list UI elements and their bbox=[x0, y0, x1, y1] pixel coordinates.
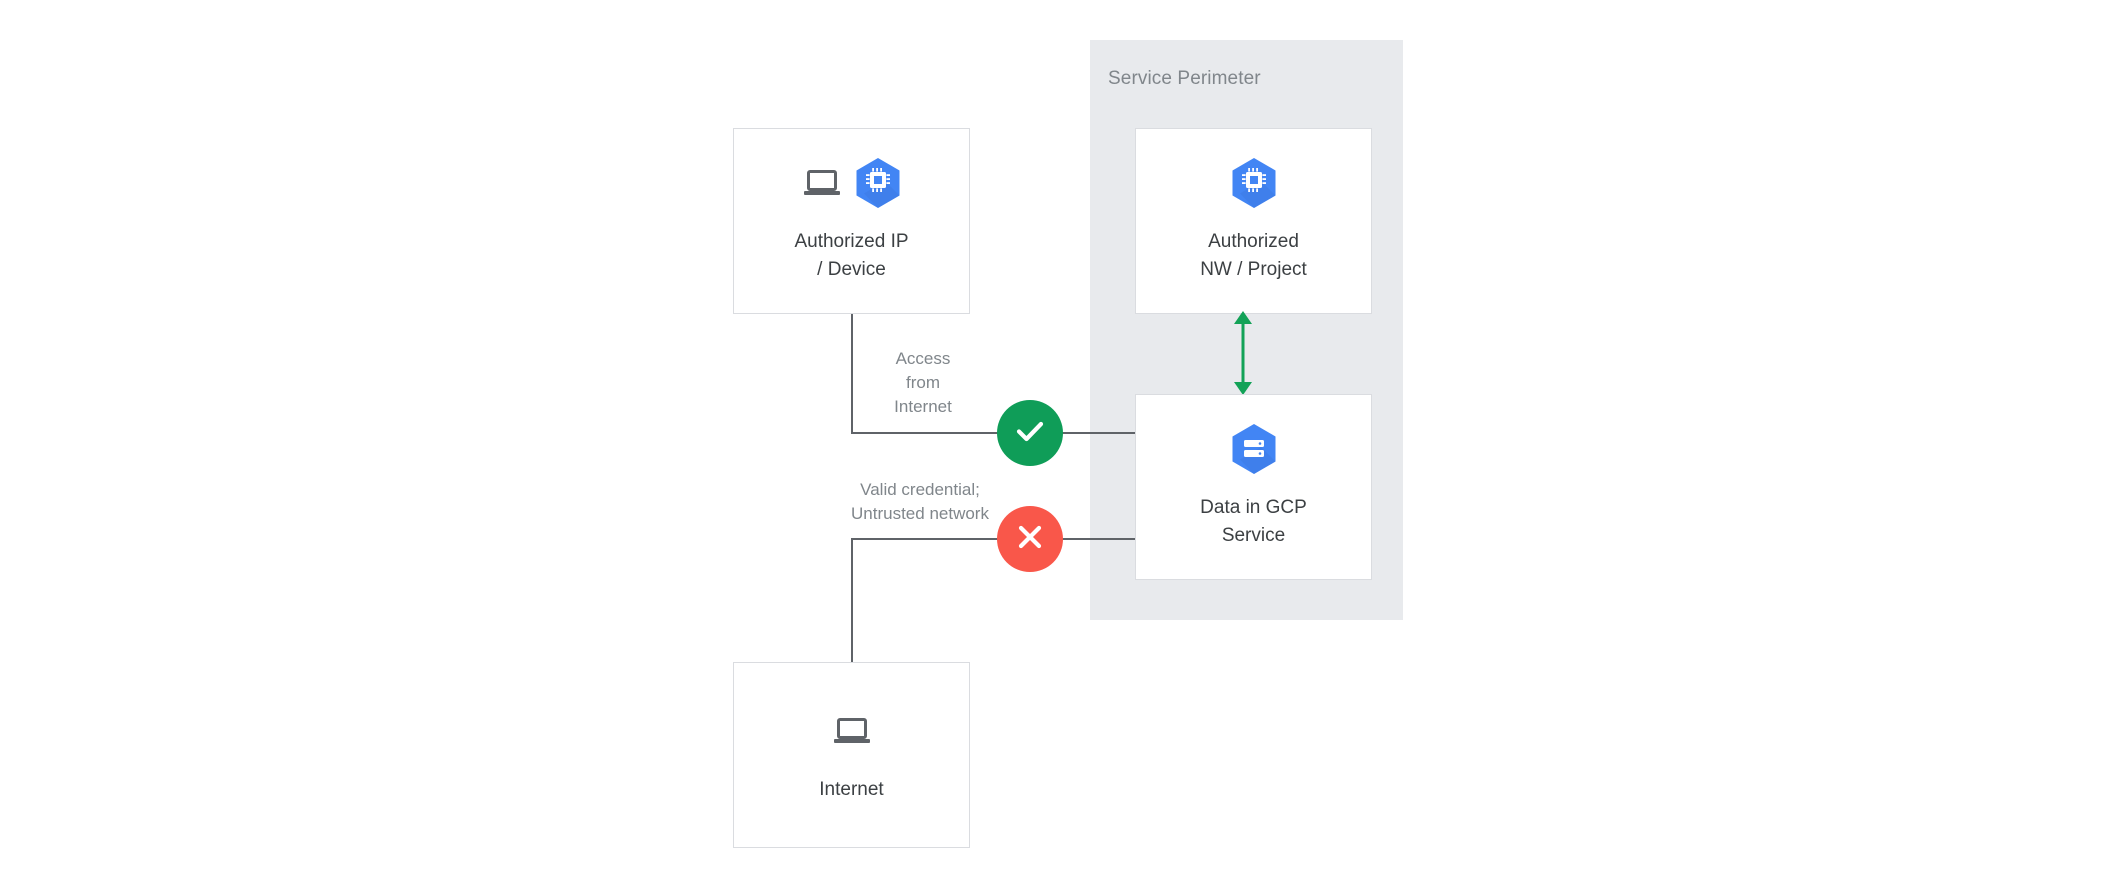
node-icon-row bbox=[1231, 423, 1277, 480]
node-icon-row bbox=[833, 706, 871, 760]
node-data-in-gcp-service: Data in GCP Service bbox=[1135, 394, 1372, 580]
double-arrow-icon bbox=[1225, 308, 1261, 398]
laptop-icon bbox=[803, 168, 841, 203]
node-authorized-nw-project: Authorized NW / Project bbox=[1135, 128, 1372, 314]
status-badge-denied bbox=[997, 506, 1063, 572]
connector-allow-vertical bbox=[851, 314, 853, 434]
check-icon bbox=[1012, 413, 1048, 454]
compute-engine-hexagon-icon bbox=[1231, 157, 1277, 214]
node-label: Authorized NW / Project bbox=[1200, 231, 1307, 280]
node-label: Internet bbox=[819, 779, 884, 800]
service-perimeter-label: Service Perimeter bbox=[1108, 68, 1261, 89]
node-icon-row bbox=[803, 157, 901, 214]
connector-deny-horizontal bbox=[851, 538, 1141, 540]
node-internet: Internet bbox=[733, 662, 970, 848]
node-icon-row bbox=[1231, 157, 1277, 214]
connector-allow-horizontal bbox=[851, 432, 1141, 434]
edge-label-access-from-internet: Access from Internet bbox=[894, 349, 952, 416]
cross-icon bbox=[1012, 519, 1048, 560]
node-label: Authorized IP / Device bbox=[794, 231, 909, 280]
node-authorized-ip-device: Authorized IP / Device bbox=[733, 128, 970, 314]
laptop-icon bbox=[833, 716, 871, 751]
compute-engine-hexagon-icon bbox=[855, 157, 901, 214]
connector-deny-vertical bbox=[851, 538, 853, 664]
data-storage-hexagon-icon bbox=[1231, 423, 1277, 480]
node-label: Data in GCP Service bbox=[1200, 497, 1307, 546]
status-badge-allowed bbox=[997, 400, 1063, 466]
edge-label-valid-credential: Valid credential; Untrusted network bbox=[851, 480, 989, 523]
